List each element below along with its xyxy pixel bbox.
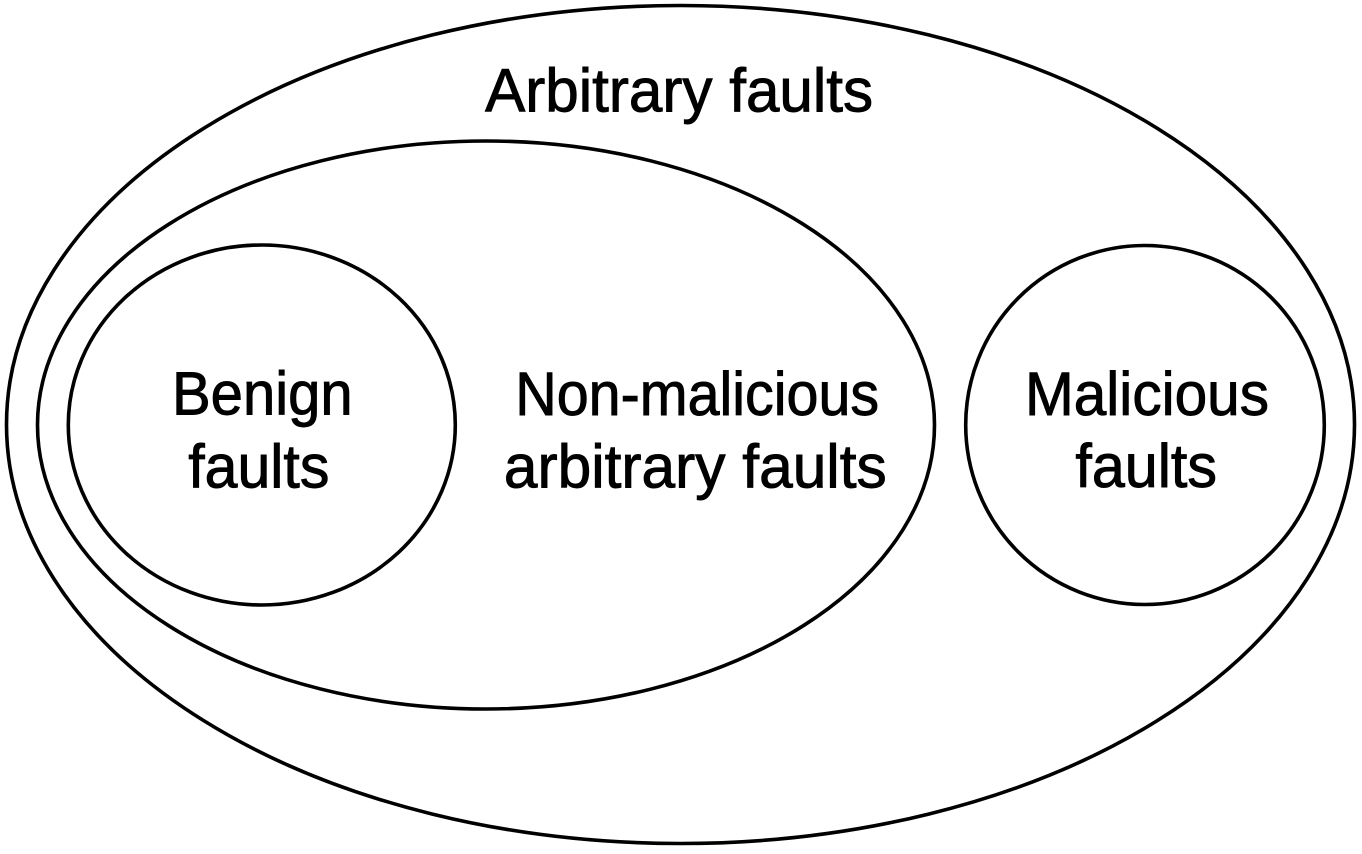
svg-text:Malicious: Malicious: [1025, 360, 1269, 428]
svg-text:Non-malicious: Non-malicious: [515, 360, 879, 428]
svg-text:Arbitrary faults: Arbitrary faults: [485, 56, 873, 124]
svg-text:Benign: Benign: [172, 360, 353, 428]
svg-text:arbitrary faults: arbitrary faults: [504, 433, 887, 501]
svg-text:faults: faults: [188, 433, 329, 501]
svg-text:faults: faults: [1075, 432, 1217, 500]
